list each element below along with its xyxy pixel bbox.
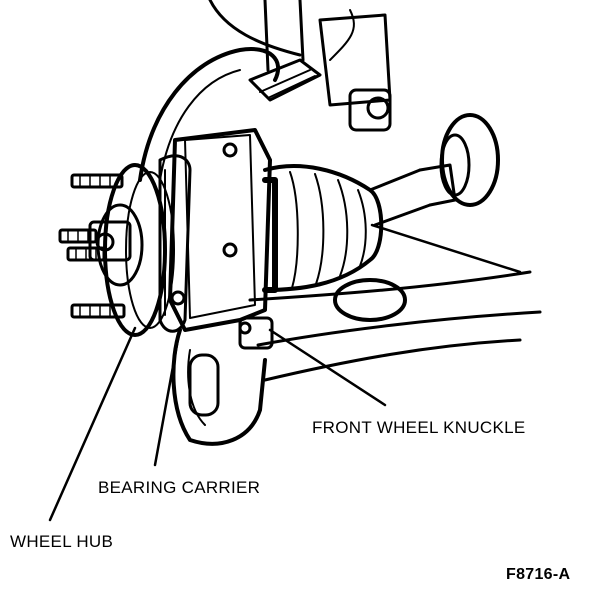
- bearing-carrier: [158, 154, 192, 333]
- leader-front-wheel-knuckle: [268, 328, 387, 407]
- figure-code: F8716-A: [506, 566, 571, 583]
- strut-upper-assembly: [208, 0, 392, 132]
- dust-shield: [138, 47, 281, 182]
- leader-wheel-hub: [48, 326, 137, 522]
- label-bearing-carrier: BEARING CARRIER: [98, 478, 261, 497]
- label-wheel-hub: WHEEL HUB: [10, 532, 114, 551]
- leader-cv-boot: [370, 223, 522, 274]
- lower-control-arm: [248, 270, 542, 382]
- wheel-studs: [58, 173, 126, 319]
- leader-bearing-carrier: [153, 326, 182, 467]
- cv-joint-boot: [262, 113, 500, 293]
- wheel-hub: [58, 163, 175, 337]
- leader-lines: [48, 223, 522, 522]
- label-front-wheel-knuckle: FRONT WHEEL KNUCKLE: [312, 418, 526, 437]
